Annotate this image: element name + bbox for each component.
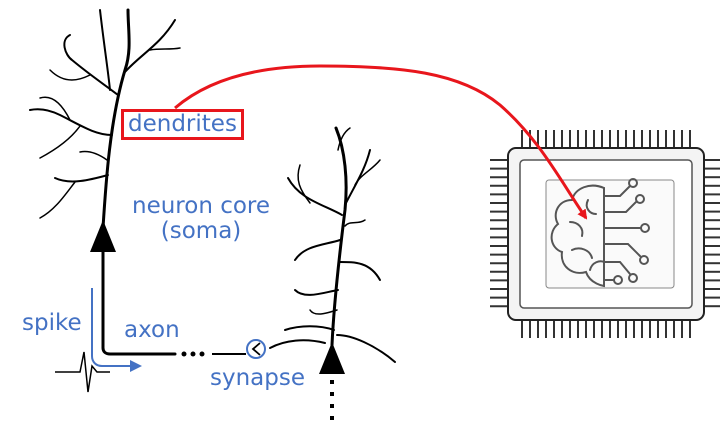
neuron-core-label-line1: neuron core: [132, 193, 271, 219]
left-neuron: [29, 8, 181, 356]
synapse-label: synapse: [210, 365, 305, 391]
right-soma-icon: [319, 342, 345, 374]
synapse-icon: [246, 339, 266, 359]
neuron-core-label: neuron core (soma): [132, 193, 271, 245]
spike-waveform-icon: [55, 351, 110, 393]
left-soma-icon: [90, 220, 116, 252]
right-axon-dots: [330, 380, 334, 420]
dendrites-to-chip-arrow: [174, 64, 588, 220]
right-neuron: [269, 126, 396, 363]
spike-label: spike: [22, 310, 82, 336]
dendrites-label: dendrites: [121, 109, 244, 141]
spike-direction-arrow: [91, 288, 142, 372]
axon-label: axon: [124, 317, 180, 343]
cpu-chip-icon: [490, 130, 720, 338]
soma-label-line2: (soma): [160, 218, 242, 245]
axon-gap-dots: [181, 351, 205, 357]
